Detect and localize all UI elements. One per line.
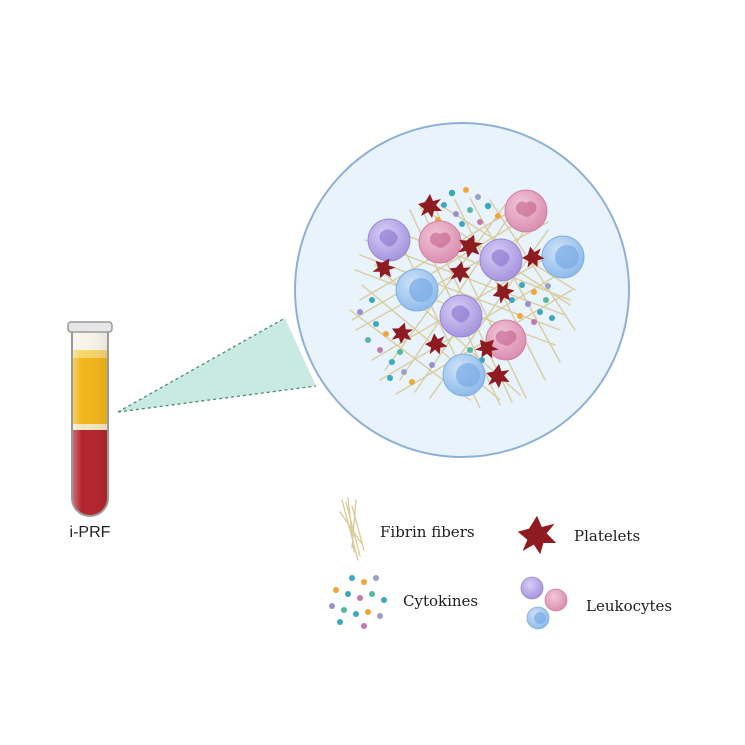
leukocyte-purple-1 (367, 218, 411, 262)
leukocyte-purple-3 (439, 294, 483, 338)
leukocyte-icon (520, 576, 568, 630)
legend-fibrin-label: Fibrin fibers (380, 523, 475, 541)
magnified-content (349, 187, 585, 409)
legend-cytokines-label: Cytokines (403, 592, 478, 610)
legend-leukocytes-label: Leukocytes (586, 597, 672, 615)
leukocyte-blue-1 (395, 268, 439, 312)
leukocyte-pink-2 (418, 220, 462, 264)
tube-label: i-PRF (70, 524, 111, 541)
magnified-view-circle (294, 122, 630, 458)
leukocyte-purple-2 (479, 238, 523, 282)
leukocyte-blue-3 (442, 353, 486, 397)
callout-line-top (117, 317, 286, 413)
tube-rim (67, 321, 113, 333)
platelet-icon (517, 515, 557, 555)
cytokine-icon (329, 575, 387, 629)
leukocyte-pink-1 (504, 189, 548, 233)
callout-wedge (118, 318, 316, 412)
leukocyte-pink-3 (485, 319, 527, 361)
leukocyte-blue-2 (541, 235, 585, 279)
test-tube-icon (67, 321, 113, 517)
cytokine-cluster (357, 187, 555, 385)
fibrin-fiber-icon (339, 497, 365, 561)
legend-platelets-label: Platelets (574, 527, 640, 545)
